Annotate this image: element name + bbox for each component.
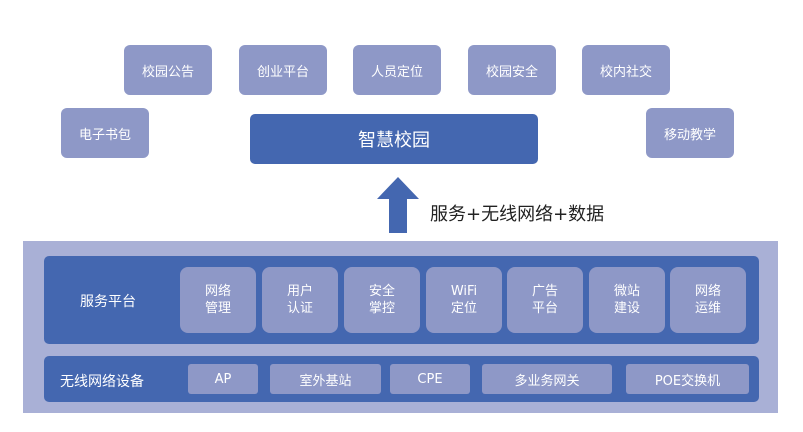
service-tile-line1: 安全 <box>368 284 395 299</box>
app-campus-security: 校园安全 <box>468 45 556 95</box>
service-tile-line2: 掌控 <box>368 301 395 316</box>
service-tile: 广告平台 <box>507 267 583 333</box>
service-tile-line2: 定位 <box>450 301 477 316</box>
smart-campus-box: 智慧校园 <box>250 114 538 164</box>
device-item: 室外基站 <box>270 364 381 394</box>
app-school-notice: 校园公告 <box>124 45 212 95</box>
service-tile: 微站建设 <box>589 267 665 333</box>
service-tile-line2: 建设 <box>613 301 640 316</box>
service-tile-line2: 管理 <box>204 301 231 316</box>
service-tile-line1: 广告 <box>531 284 558 299</box>
app-mobile-teaching: 移动教学 <box>646 108 734 158</box>
service-tile-line1: 网络 <box>204 284 231 299</box>
up-arrow-icon <box>377 177 419 233</box>
wireless-devices-label: 无线网络设备 <box>60 374 144 390</box>
service-tile: 网络运维 <box>670 267 746 333</box>
service-platform-label: 服务平台 <box>80 294 136 310</box>
service-tile-line1: WiFi <box>450 284 478 299</box>
device-item: 多业务网关 <box>482 364 612 394</box>
device-item: POE交换机 <box>626 364 749 394</box>
service-tile-line2: 认证 <box>286 301 313 316</box>
app-person-locate: 人员定位 <box>353 45 441 95</box>
device-item: AP <box>188 364 258 394</box>
app-entrepreneur: 创业平台 <box>239 45 327 95</box>
service-tile-line2: 平台 <box>531 301 558 316</box>
service-tile: 网络管理 <box>180 267 256 333</box>
service-tile: 安全掌控 <box>344 267 420 333</box>
arrow-label: 服务+无线网络+数据 <box>430 204 605 225</box>
service-tile-line2: 运维 <box>694 301 721 316</box>
service-tile-line1: 用户 <box>286 284 313 299</box>
service-tile: 用户认证 <box>262 267 338 333</box>
app-campus-social: 校内社交 <box>582 45 670 95</box>
service-tile: WiFi 定位 <box>426 267 502 333</box>
app-ebook: 电子书包 <box>61 108 149 158</box>
service-tile-line1: 微站 <box>613 284 640 299</box>
device-item: CPE <box>390 364 470 394</box>
service-tile-line1: 网络 <box>694 284 721 299</box>
